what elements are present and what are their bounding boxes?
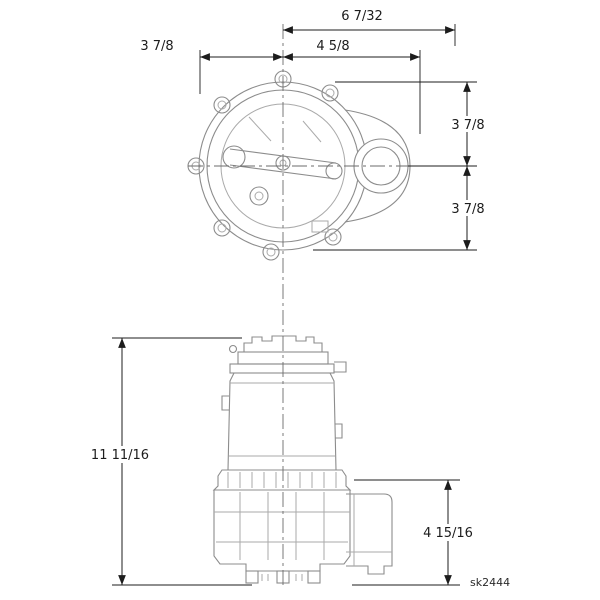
lift-eyelet bbox=[228, 344, 238, 354]
dimension-base-height: 4 15/16 bbox=[352, 479, 476, 586]
volute-body bbox=[213, 489, 351, 572]
dim-label-top-right-width: 4 5/8 bbox=[316, 39, 349, 54]
dimension-top-to-outlet-center: 3 7/8 bbox=[335, 81, 490, 167]
cap-flange bbox=[229, 363, 335, 374]
dim-label-outlet-center-to-bottom: 3 7/8 bbox=[451, 202, 484, 217]
side-boss bbox=[335, 423, 343, 439]
dimension-top-right-width: 4 5/8 bbox=[283, 39, 421, 134]
motor-housing bbox=[227, 372, 337, 471]
switch-case bbox=[346, 493, 393, 575]
dimension-outlet-center-to-bottom: 3 7/8 bbox=[313, 166, 490, 251]
center-lines bbox=[188, 24, 412, 588]
flange-ribs bbox=[227, 472, 337, 488]
internal-mechanism bbox=[222, 116, 343, 233]
pump-top-view bbox=[187, 70, 411, 261]
dim-label-overall-height: 11 11/16 bbox=[91, 448, 149, 463]
casing-flange bbox=[212, 469, 352, 491]
base-feet bbox=[245, 570, 321, 584]
oil-plug bbox=[221, 395, 229, 411]
cord-clamp bbox=[334, 361, 347, 373]
dim-label-base-height: 4 15/16 bbox=[423, 526, 473, 541]
dim-label-top-to-outlet-center: 3 7/8 bbox=[451, 118, 484, 133]
top-cap-profile bbox=[243, 335, 323, 352]
drawing-code: sk2444 bbox=[470, 576, 510, 589]
dim-label-top-left-width: 3 7/8 bbox=[140, 39, 173, 54]
dimension-overall-top-width: 6 7/32 bbox=[283, 9, 456, 46]
pump-side-view bbox=[212, 335, 393, 584]
dimension-top-left-width: 3 7/8 bbox=[140, 39, 283, 94]
dimension-overall-height: 11 11/16 bbox=[88, 337, 252, 586]
dim-label-overall-top-width: 6 7/32 bbox=[341, 9, 383, 24]
bolt-lugs bbox=[187, 70, 342, 261]
